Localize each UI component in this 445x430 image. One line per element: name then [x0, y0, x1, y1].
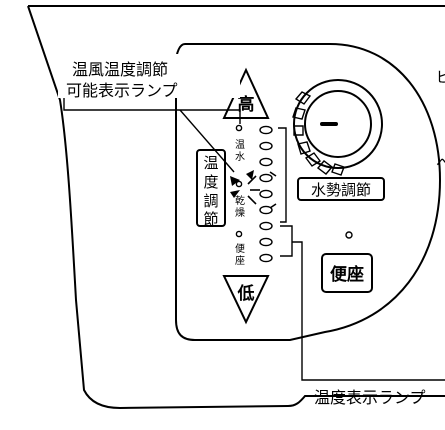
seat-indicator-lamp — [345, 231, 353, 239]
callout-temp-leader — [292, 241, 445, 381]
mode-label-dryer-2: 燥 — [235, 207, 245, 219]
temp-lamp — [259, 141, 273, 151]
mode-label-seat-1: 便 — [235, 242, 245, 255]
mode-label-warm-water-1: 温 — [235, 139, 245, 151]
temp-up-label: 高 — [238, 94, 255, 115]
callout-adjust-line1: 温風温度調節 — [72, 60, 168, 79]
seat-button-label: 便座 — [330, 264, 364, 285]
seat-button[interactable] — [321, 253, 373, 293]
mode-label-warm-water-2: 水 — [235, 151, 245, 163]
temperature-lamp-column — [259, 125, 273, 263]
callout-adjust-line2: 可能表示ランプ — [66, 81, 178, 100]
mode-lamp-warm-water — [235, 124, 243, 132]
mode-label-dryer-1: 乾 — [235, 194, 245, 207]
callout-box-adjust — [58, 54, 240, 98]
temp-down-label: 低 — [237, 283, 255, 304]
edge-glyph-top: ビ — [436, 68, 445, 86]
indicator-arrows — [230, 170, 254, 198]
temp-lamp — [259, 173, 273, 183]
mode-lamp-seat — [235, 230, 243, 238]
water-pressure-label: 水勢調節 — [311, 181, 371, 199]
temp-lamp — [259, 237, 273, 247]
water-pressure-label-box[interactable] — [297, 177, 385, 201]
temp-lamp — [259, 205, 273, 215]
temp-down-button[interactable] — [222, 275, 270, 325]
edge-glyph-bottom: へ — [436, 154, 445, 172]
temp-lamp — [259, 125, 273, 135]
callout-temp-label: 温度表示ランプ — [314, 388, 426, 407]
temp-adjust-label-1: 温 — [203, 154, 218, 172]
temp-lamp — [259, 157, 273, 167]
temp-adjust-label-4: 節 — [203, 210, 218, 228]
temp-lamp — [259, 253, 273, 263]
panel-outline — [27, 5, 445, 410]
temp-lamp — [259, 221, 273, 231]
water-pressure-level-scale — [292, 91, 345, 176]
temp-lamp — [259, 189, 273, 199]
temp-adjust-button[interactable] — [196, 149, 226, 227]
mode-lamp-dryer — [235, 180, 243, 188]
callout-adjust-leader — [63, 98, 241, 124]
water-pressure-knob[interactable] — [293, 79, 383, 169]
temp-adjust-label-2: 度 — [203, 173, 218, 191]
callout-adjust-leader-arrow — [179, 109, 235, 173]
temp-adjust-label-3: 調 — [203, 192, 218, 210]
mode-label-seat-2: 座 — [235, 254, 245, 267]
lamp-brackets — [278, 127, 293, 257]
